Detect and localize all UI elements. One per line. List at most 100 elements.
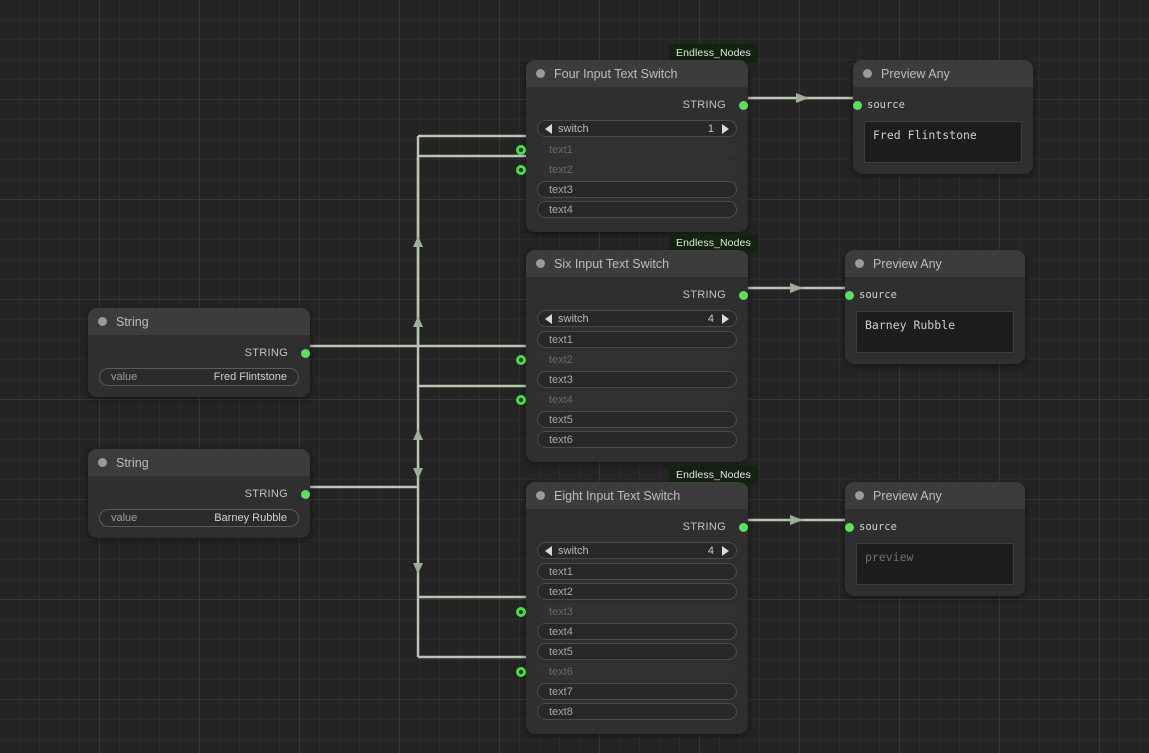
stepper-increment-icon[interactable] [722,545,729,556]
preview-text-output: preview [856,543,1014,585]
input-socket-icon[interactable] [516,164,526,175]
node-header[interactable]: Preview Any [853,60,1033,87]
widget-switch-stepper[interactable]: switch 4 [537,542,737,559]
node-eight-input-text-switch[interactable]: Eight Input Text Switch STRING switch 4 … [516,482,748,734]
node-badge-six-switch: Endless_Nodes [669,234,758,253]
input-slot-source[interactable]: source [853,96,1022,114]
stepper-decrement-icon[interactable] [545,123,552,134]
output-socket-icon[interactable] [739,522,748,532]
node-body: source Barney Rubble [845,277,1025,364]
node-body: STRING switch 1 text1 text2 text3 te [516,87,748,232]
node-title: Six Input Text Switch [554,256,670,271]
stepper-increment-icon[interactable] [722,313,729,324]
input-slot-text8[interactable]: text8 [537,703,737,720]
input-socket-icon[interactable] [516,144,526,155]
widget-value[interactable]: value Fred Flintstone [99,368,299,386]
node-header[interactable]: Preview Any [845,482,1025,509]
output-slot-string[interactable]: STRING [537,517,748,537]
input-label: text8 [549,705,573,718]
output-socket-icon[interactable] [739,290,748,300]
input-slot-source[interactable]: source [845,286,1014,304]
output-slot-string[interactable]: STRING [99,343,310,363]
output-socket-icon[interactable] [301,348,310,358]
input-slot-text3[interactable]: text3 [537,181,737,198]
collapse-dot-icon[interactable] [855,259,864,268]
node-header[interactable]: String [88,449,310,476]
input-slot-text6[interactable]: text6 [516,663,737,680]
stepper-decrement-icon[interactable] [545,313,552,324]
collapse-dot-icon[interactable] [98,458,107,467]
input-label: text3 [549,183,573,196]
input-slot-text5[interactable]: text5 [537,411,737,428]
input-slot-text1[interactable]: text1 [537,331,737,348]
node-header[interactable]: Six Input Text Switch [526,250,748,277]
output-socket-icon[interactable] [739,100,748,110]
input-slot-text4[interactable]: text4 [537,623,737,640]
node-header[interactable]: String [88,308,310,335]
widget-label: value [111,371,138,383]
stepper-value: 1 [707,122,714,135]
output-slot-string[interactable]: STRING [99,484,310,504]
output-socket-icon[interactable] [301,489,310,499]
input-label: text1 [549,143,573,156]
output-slot-string[interactable]: STRING [537,95,748,115]
node-title: String [116,314,149,329]
input-label: text7 [549,685,573,698]
node-title: String [116,455,149,470]
collapse-dot-icon[interactable] [855,491,864,500]
preview-text-output: Fred Flintstone [864,121,1022,163]
collapse-dot-icon[interactable] [98,317,107,326]
node-body: STRING value Barney Rubble [88,476,310,538]
input-slot-text2[interactable]: text2 [516,161,737,178]
node-preview-any-middle[interactable]: Preview Any source Barney Rubble [845,250,1025,364]
node-header[interactable]: Four Input Text Switch [526,60,748,87]
input-slot-text7[interactable]: text7 [537,683,737,700]
input-slot-text1[interactable]: text1 [537,563,737,580]
input-label: text1 [549,565,573,578]
collapse-dot-icon[interactable] [863,69,872,78]
node-preview-any-top[interactable]: Preview Any source Fred Flintstone [853,60,1033,174]
widget-switch-stepper[interactable]: switch 1 [537,120,737,137]
input-slot-text3[interactable]: text3 [516,603,737,620]
widget-value[interactable]: value Barney Rubble [99,509,299,527]
input-socket-icon[interactable] [516,394,526,405]
node-title: Preview Any [873,256,942,271]
collapse-dot-icon[interactable] [536,491,545,500]
output-label: STRING [682,521,726,533]
stepper-value: 4 [707,312,714,325]
input-socket-icon[interactable] [845,522,854,532]
node-six-input-text-switch[interactable]: Six Input Text Switch STRING switch 4 te… [516,250,748,462]
input-slot-text4[interactable]: text4 [537,201,737,218]
widget-value-text: Fred Flintstone [213,371,287,383]
node-body: STRING switch 4 text1 text2 text3 te [516,277,748,462]
collapse-dot-icon[interactable] [536,69,545,78]
input-slot-text1[interactable]: text1 [516,141,737,158]
collapse-dot-icon[interactable] [536,259,545,268]
node-preview-any-bottom[interactable]: Preview Any source preview [845,482,1025,596]
widget-switch-stepper[interactable]: switch 4 [537,310,737,327]
output-slot-string[interactable]: STRING [537,285,748,305]
input-socket-icon[interactable] [516,354,526,365]
input-socket-icon[interactable] [516,606,526,617]
node-string-top[interactable]: String STRING value Fred Flintstone [88,308,310,397]
input-socket-icon[interactable] [853,100,862,110]
node-header[interactable]: Preview Any [845,250,1025,277]
stepper-decrement-icon[interactable] [545,545,552,556]
input-slot-text5[interactable]: text5 [537,643,737,660]
input-socket-icon[interactable] [845,290,854,300]
input-slot-text2[interactable]: text2 [537,583,737,600]
input-label: text4 [549,625,573,638]
input-slot-text2[interactable]: text2 [516,351,737,368]
stepper-increment-icon[interactable] [722,123,729,134]
input-slot-text4[interactable]: text4 [516,391,737,408]
input-slot-text3[interactable]: text3 [537,371,737,388]
input-socket-icon[interactable] [516,666,526,677]
node-four-input-text-switch[interactable]: Four Input Text Switch STRING switch 1 t… [516,60,748,232]
node-string-bottom[interactable]: String STRING value Barney Rubble [88,449,310,538]
input-slot-text6[interactable]: text6 [537,431,737,448]
input-label: text3 [549,605,573,618]
node-header[interactable]: Eight Input Text Switch [526,482,748,509]
input-label: source [867,99,905,111]
input-slot-source[interactable]: source [845,518,1014,536]
